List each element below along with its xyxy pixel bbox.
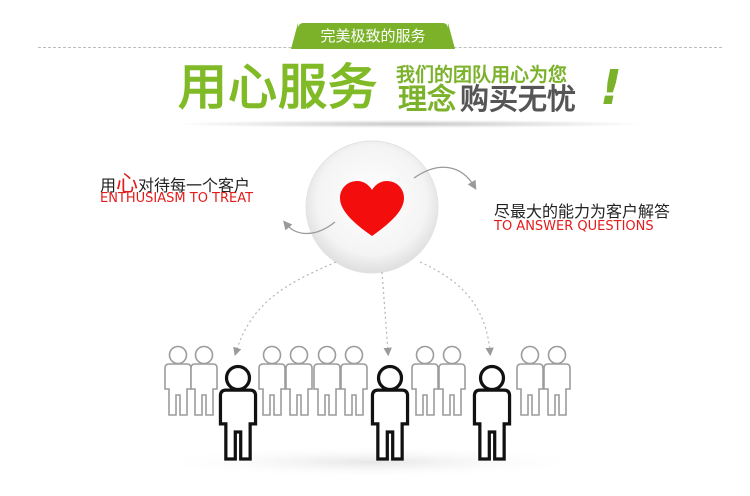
person-icon xyxy=(472,364,512,461)
slogan-end-green: 理念 xyxy=(398,82,457,116)
connector-center xyxy=(381,271,392,357)
person-icon xyxy=(411,345,439,416)
person-icon xyxy=(543,345,571,416)
arrow-left-icon xyxy=(283,220,336,235)
left-caption-suffix: 对待每一个客户 xyxy=(138,176,251,195)
right-caption-cn: 尽最大的能力为客户解答 xyxy=(494,202,671,221)
connector-right xyxy=(419,261,494,357)
left-caption-highlight: 心 xyxy=(116,172,139,197)
person-icon xyxy=(218,364,258,461)
left-caption-en: ENTHUSIASM TO TREAT xyxy=(100,191,254,206)
banner-label: 完美极致的服务 xyxy=(320,27,426,45)
person-icon xyxy=(438,345,466,416)
connector-left xyxy=(233,261,337,357)
heart-icon xyxy=(340,181,404,236)
person-icon xyxy=(164,345,192,416)
arrow-right-icon xyxy=(413,166,477,190)
person-icon xyxy=(190,345,218,416)
left-caption-prefix: 用 xyxy=(100,176,117,195)
person-icon xyxy=(340,345,368,416)
slogan-exclamation: ! xyxy=(600,60,622,116)
person-icon xyxy=(285,345,313,416)
person-icon xyxy=(516,345,544,416)
person-icon xyxy=(258,345,286,416)
banner-tab: 完美极致的服务 xyxy=(291,23,455,49)
person-icon xyxy=(313,345,341,416)
person-icon xyxy=(370,364,410,461)
slogan-end-gray: 购买无忧 xyxy=(460,82,577,116)
left-caption-cn: 用心对待每一个客户 xyxy=(100,166,250,198)
slogan-shadow xyxy=(170,120,650,128)
floor-shadow xyxy=(152,446,592,478)
right-caption-en: TO ANSWER QUESTIONS xyxy=(494,219,654,234)
slogan-sub: 我们的团队用心为您 xyxy=(396,64,568,86)
slogan-main: 用心服务 xyxy=(178,59,379,116)
